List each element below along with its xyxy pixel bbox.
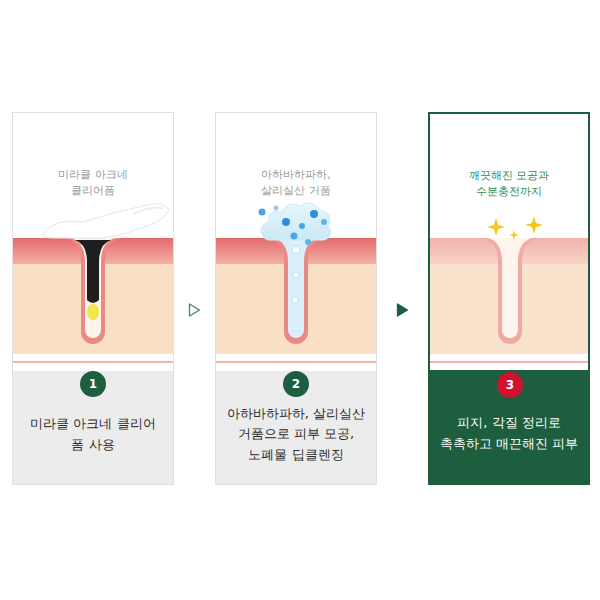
arrow-head [190,304,200,316]
panel-heading: 미라클 아크네 클리어폼 [44,167,142,199]
step-number-circle: 3 [497,372,523,398]
step-panel: 아하바하파하, 살리실산 거품아하바하파하, 살리실산 거품으로 피부 모공, … [215,112,377,485]
step-caption: 미라클 아크네 클리어 폼 사용 [28,414,158,454]
step-number-circle: 1 [80,371,106,397]
step-number: 2 [292,378,300,390]
step-panel: 미라클 아크네 클리어폼미라클 아크네 클리어 폼 사용 1 [12,112,174,485]
skin-section-1 [13,204,173,362]
panel-heading: 아하바하파하, 살리실산 거품 [247,167,345,199]
arrow-head [398,304,408,316]
panel-heading: 깨끗해진 모공과 수분충전까지 [460,168,558,200]
step-arrow [190,304,200,316]
skin-section-2 [216,203,376,362]
step-arrow [398,304,408,316]
step-number: 1 [89,378,97,390]
step-caption: 피지, 각질 정리로 촉촉하고 매끈해진 피부 [435,413,583,453]
step-number-circle: 2 [283,371,309,397]
step-panel: 깨끗해진 모공과 수분충전까지피지, 각질 정리로 촉촉하고 매끈해진 피부 3 [428,112,590,485]
step-caption: 아하바하파하, 살리실산 거품으로 피부 모공, 노폐물 딥클렌징 [221,404,371,464]
step-number: 3 [506,379,514,391]
skin-section-3 [430,216,588,362]
